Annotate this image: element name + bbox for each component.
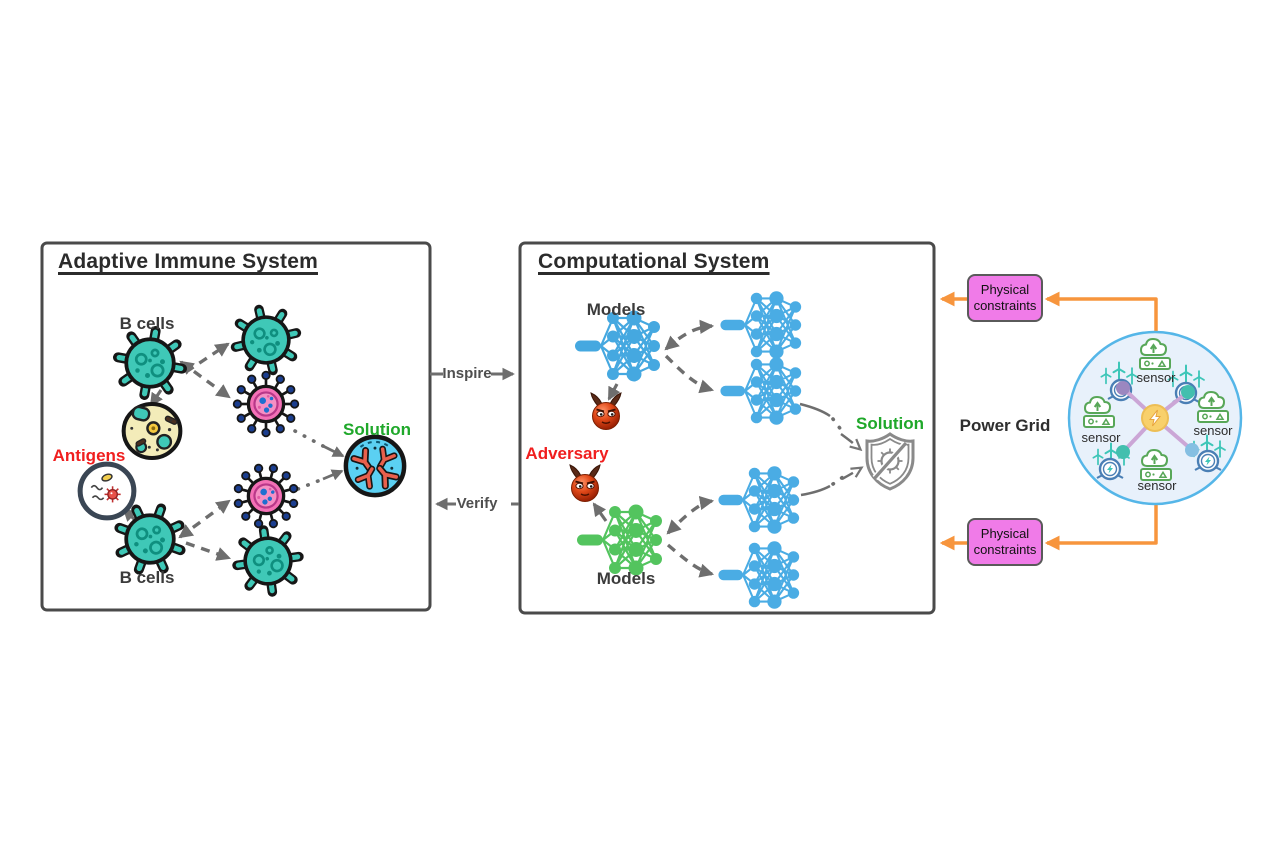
computational-system-arrows	[592, 319, 864, 578]
computational-solution-label: Solution	[856, 414, 924, 433]
b-cells-top-label: B cells	[119, 314, 175, 333]
adversary-label: Adversary	[525, 444, 609, 463]
orange-constraint-connectors	[939, 291, 1158, 551]
models-top-label: Models	[586, 300, 646, 319]
power-grid-label: Power Grid	[959, 416, 1051, 435]
antigen-cell-icon	[124, 404, 181, 458]
physical-constraints-top-box: Physical constraints	[967, 274, 1043, 322]
physical-constraints-bottom-box: Physical constraints	[967, 518, 1043, 566]
computational-system-title: Computational System	[538, 250, 770, 273]
petri-dish-icon	[80, 464, 134, 518]
models-bottom-label: Models	[596, 569, 656, 588]
immune-system-title: Adaptive Immune System	[58, 250, 318, 273]
inspire-verify-arrows	[430, 367, 519, 511]
sensor-left-label: sensor	[1081, 430, 1121, 445]
grid-hub-icon	[1116, 381, 1199, 459]
sensor-top-label: sensor	[1136, 370, 1176, 385]
antigens-label: Antigens	[52, 446, 126, 465]
immune-solution-label: Solution	[343, 420, 411, 439]
sensor-right-label: sensor	[1193, 423, 1233, 438]
power-grid-circle	[1067, 330, 1243, 506]
inspire-label: Inspire	[442, 365, 492, 382]
b-cells-bottom-label: B cells	[119, 568, 175, 587]
sensor-bottom-label: sensor	[1137, 478, 1177, 493]
antibody-solution-icon	[346, 437, 404, 495]
verify-label: Verify	[456, 495, 498, 512]
